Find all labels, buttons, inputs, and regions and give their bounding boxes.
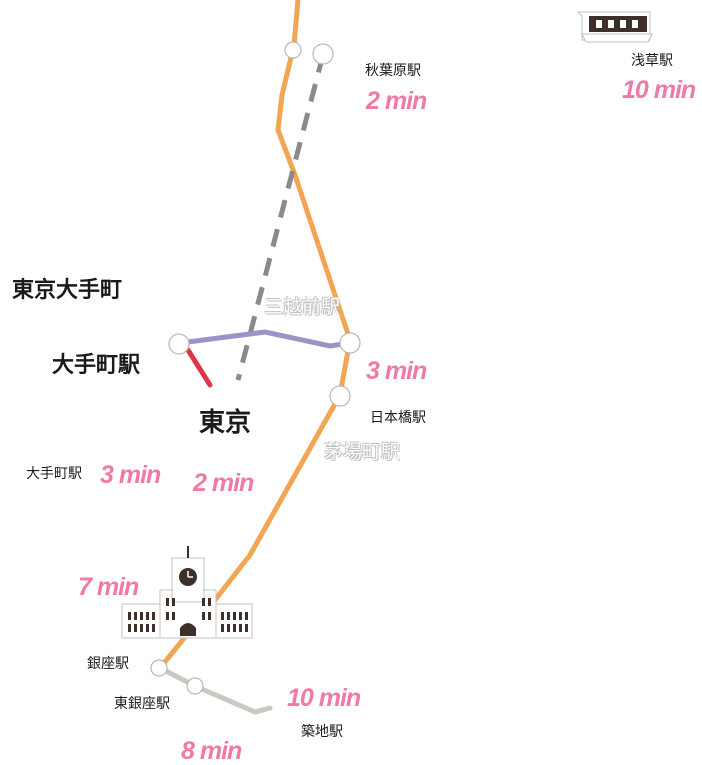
time-asakusa: 10 min <box>622 76 696 104</box>
station-node-akihabara-b <box>312 43 334 65</box>
station-label-otemachi: 大手町駅 <box>52 353 141 378</box>
time-nihonbashi: 3 min <box>366 357 427 385</box>
station-label-tsukiji: 築地駅 <box>301 724 343 740</box>
station-label-mitsukoshimae: 三越前駅 <box>264 296 341 318</box>
station-label-ginza: 銀座駅 <box>87 656 129 672</box>
time-tokyo: 2 min <box>193 469 254 497</box>
station-node-otemachi <box>168 333 190 355</box>
station-label-tokyo: 東京 <box>199 408 252 438</box>
orange-line <box>157 0 353 671</box>
light-gray-line <box>157 665 273 715</box>
station-node-higashi-ginza <box>186 677 204 695</box>
time-tsukiji: 10 min <box>287 684 361 712</box>
station-label-higashi-ginza: 東銀座駅 <box>114 696 170 712</box>
clock-tower-building-icon <box>121 546 253 639</box>
area-label-tokyo-otemachi: 東京大手町 <box>12 278 123 303</box>
station-label-kayabacho: 茅場町駅 <box>324 441 401 463</box>
station-node-mitsukoshimae <box>339 332 361 354</box>
time-akihabara: 2 min <box>366 87 427 115</box>
station-label-asakusa: 浅草駅 <box>631 53 673 69</box>
station-label-nihonbashi: 日本橋駅 <box>370 410 426 426</box>
purple-line <box>177 329 353 349</box>
station-node-akihabara-a <box>284 41 302 59</box>
red-line <box>185 347 213 388</box>
time-otemachi: 3 min <box>100 461 161 489</box>
station-node-nihonbashi <box>329 385 351 407</box>
station-label-akihabara: 秋葉原駅 <box>365 63 421 79</box>
gray-dashed-line <box>235 54 326 381</box>
time-higashi-ginza: 8 min <box>181 737 242 765</box>
station-label-otemachi-small: 大手町駅 <box>26 466 82 482</box>
time-ginza: 7 min <box>78 573 139 601</box>
boat-icon <box>576 11 653 43</box>
station-node-ginza <box>150 659 168 677</box>
